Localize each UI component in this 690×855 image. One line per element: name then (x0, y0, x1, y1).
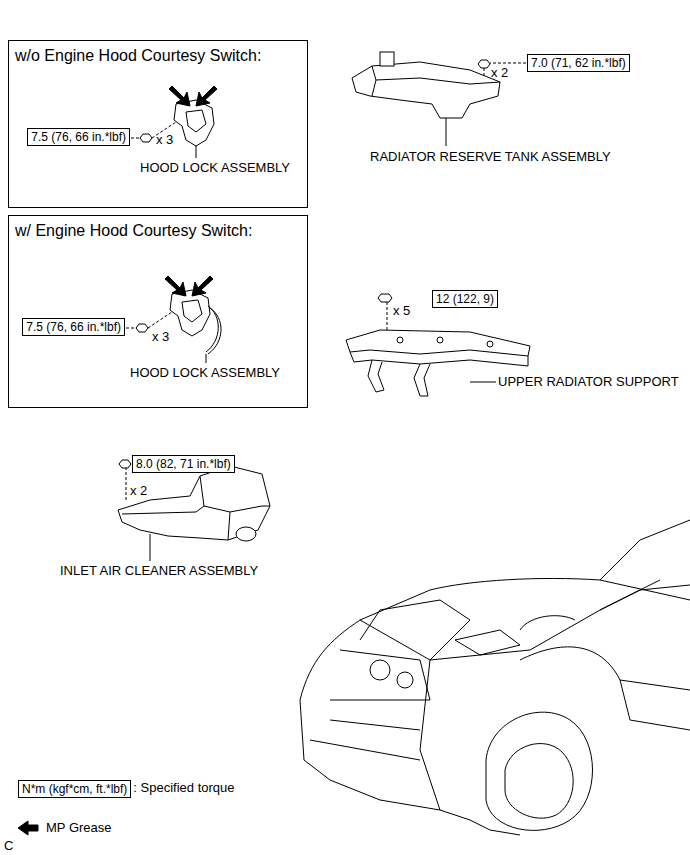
drawing-stroke (446, 118, 447, 146)
drawing-stroke (360, 600, 470, 660)
torque-box: 7.5 (76, 66 in.*lbf) (27, 128, 130, 146)
figure-code: C (4, 839, 13, 854)
panel-heading: w/ Engine Hood Courtesy Switch: (15, 222, 252, 240)
drawing-stroke (208, 308, 221, 354)
drawing-stroke (140, 134, 152, 142)
drawing-stroke (370, 660, 390, 680)
drawing-stroke (490, 63, 526, 64)
drawing-stroke (330, 650, 430, 700)
drawing-stroke (455, 630, 520, 655)
drawing-stroke (18, 821, 38, 835)
drawing-stroke (310, 740, 420, 760)
part-name: HOOD LOCK ASSEMBLY (140, 161, 290, 176)
panel-heading: w/o Engine Hood Courtesy Switch: (15, 47, 261, 65)
drawing-stroke (186, 110, 206, 132)
bolt-count: x 2 (130, 484, 147, 499)
drawing-group (18, 52, 690, 835)
drawing-stroke (378, 294, 392, 302)
drawing-stroke (352, 62, 500, 118)
torque-box: 8.0 (82, 71 in.*lbf) (132, 455, 235, 473)
drawing-stroke (620, 680, 690, 690)
drawing-stroke (487, 341, 493, 347)
drawing-stroke (372, 66, 500, 84)
drawing-stroke (136, 324, 148, 332)
drawing-stroke (372, 80, 376, 96)
drawing-stroke (380, 52, 394, 66)
drawing-stroke (330, 720, 420, 730)
torque-value: 12 (122, 9) (436, 292, 494, 306)
drawing-stroke (126, 328, 137, 329)
drawing-stroke (119, 460, 131, 468)
drawing-stroke (520, 647, 630, 720)
drawing-stroke (397, 672, 413, 688)
drawing-stroke (148, 312, 172, 328)
drawing-stroke (174, 100, 214, 146)
part-name: HOOD LOCK ASSEMBLY (130, 366, 280, 381)
bolt-count: x 2 (491, 66, 508, 81)
torque-box: 7.0 (71, 62 in.*lbf) (527, 54, 630, 72)
drawing-stroke (600, 585, 690, 610)
torque-value: 7.5 (76, 66 in.*lbf) (31, 130, 126, 144)
drawing-stroke (170, 290, 210, 336)
drawing-stroke (397, 337, 403, 343)
part-name: RADIATOR RESERVE TANK ASSEMBLY (370, 150, 611, 165)
drawing-stroke (192, 276, 213, 296)
drawing-stroke (470, 382, 496, 383)
legend-torque-box: N*m (kgf*cm, ft.*lbf) (18, 780, 131, 798)
drawing-stroke (368, 360, 384, 392)
bolt-count: x 3 (152, 330, 169, 345)
condition-panel: w/o Engine Hood Courtesy Switch: 7.5 (76,… (8, 40, 308, 208)
drawing-stroke (150, 534, 151, 561)
drawing-stroke (228, 512, 230, 540)
drawing-stroke (440, 810, 520, 835)
legend-text: MP Grease (46, 821, 112, 836)
drawing-stroke (122, 506, 204, 514)
drawing-stroke (350, 352, 528, 366)
torque-value: 8.0 (82, 71 in.*lbf) (136, 457, 231, 471)
part-name: UPPER RADIATOR SUPPORT (498, 375, 679, 390)
torque-value: 7.0 (71, 62 in.*lbf) (531, 56, 626, 70)
torque-value: N*m (kgf*cm, ft.*lbf) (22, 782, 127, 796)
drawing-stroke (486, 712, 593, 830)
bolt-count: x 3 (156, 133, 173, 148)
torque-box: 7.5 (76, 66 in.*lbf) (22, 318, 125, 336)
drawing-stroke (182, 300, 202, 322)
bolt-count: x 5 (393, 304, 410, 319)
drawing-stroke (300, 578, 690, 700)
drawing-stroke (505, 744, 573, 819)
drawing-stroke (630, 720, 690, 730)
drawing-stroke (169, 86, 190, 106)
part-name: INLET AIR CLEANER ASSEMBLY (60, 564, 258, 579)
drawing-stroke (118, 466, 270, 540)
drawing-stroke (206, 354, 207, 363)
torque-box: 12 (122, 9) (432, 290, 498, 308)
torque-value: 7.5 (76, 66 in.*lbf) (26, 320, 121, 334)
drawing-stroke (300, 700, 440, 810)
drawing-stroke (200, 476, 270, 512)
drawing-stroke (126, 467, 127, 500)
drawing-stroke (360, 580, 660, 660)
drawing-stroke (196, 146, 197, 158)
drawing-stroke (437, 337, 443, 343)
drawing-stroke (196, 86, 217, 106)
drawing-stroke (420, 660, 440, 810)
drawing-stroke (520, 616, 575, 630)
drawing-stroke (165, 276, 186, 296)
drawing-stroke (236, 527, 256, 541)
drawing-stroke (478, 60, 490, 68)
drawing-stroke (414, 364, 430, 396)
legend-text: : Specified torque (133, 781, 234, 796)
drawing-stroke (600, 520, 690, 580)
drawing-stroke (346, 330, 530, 356)
